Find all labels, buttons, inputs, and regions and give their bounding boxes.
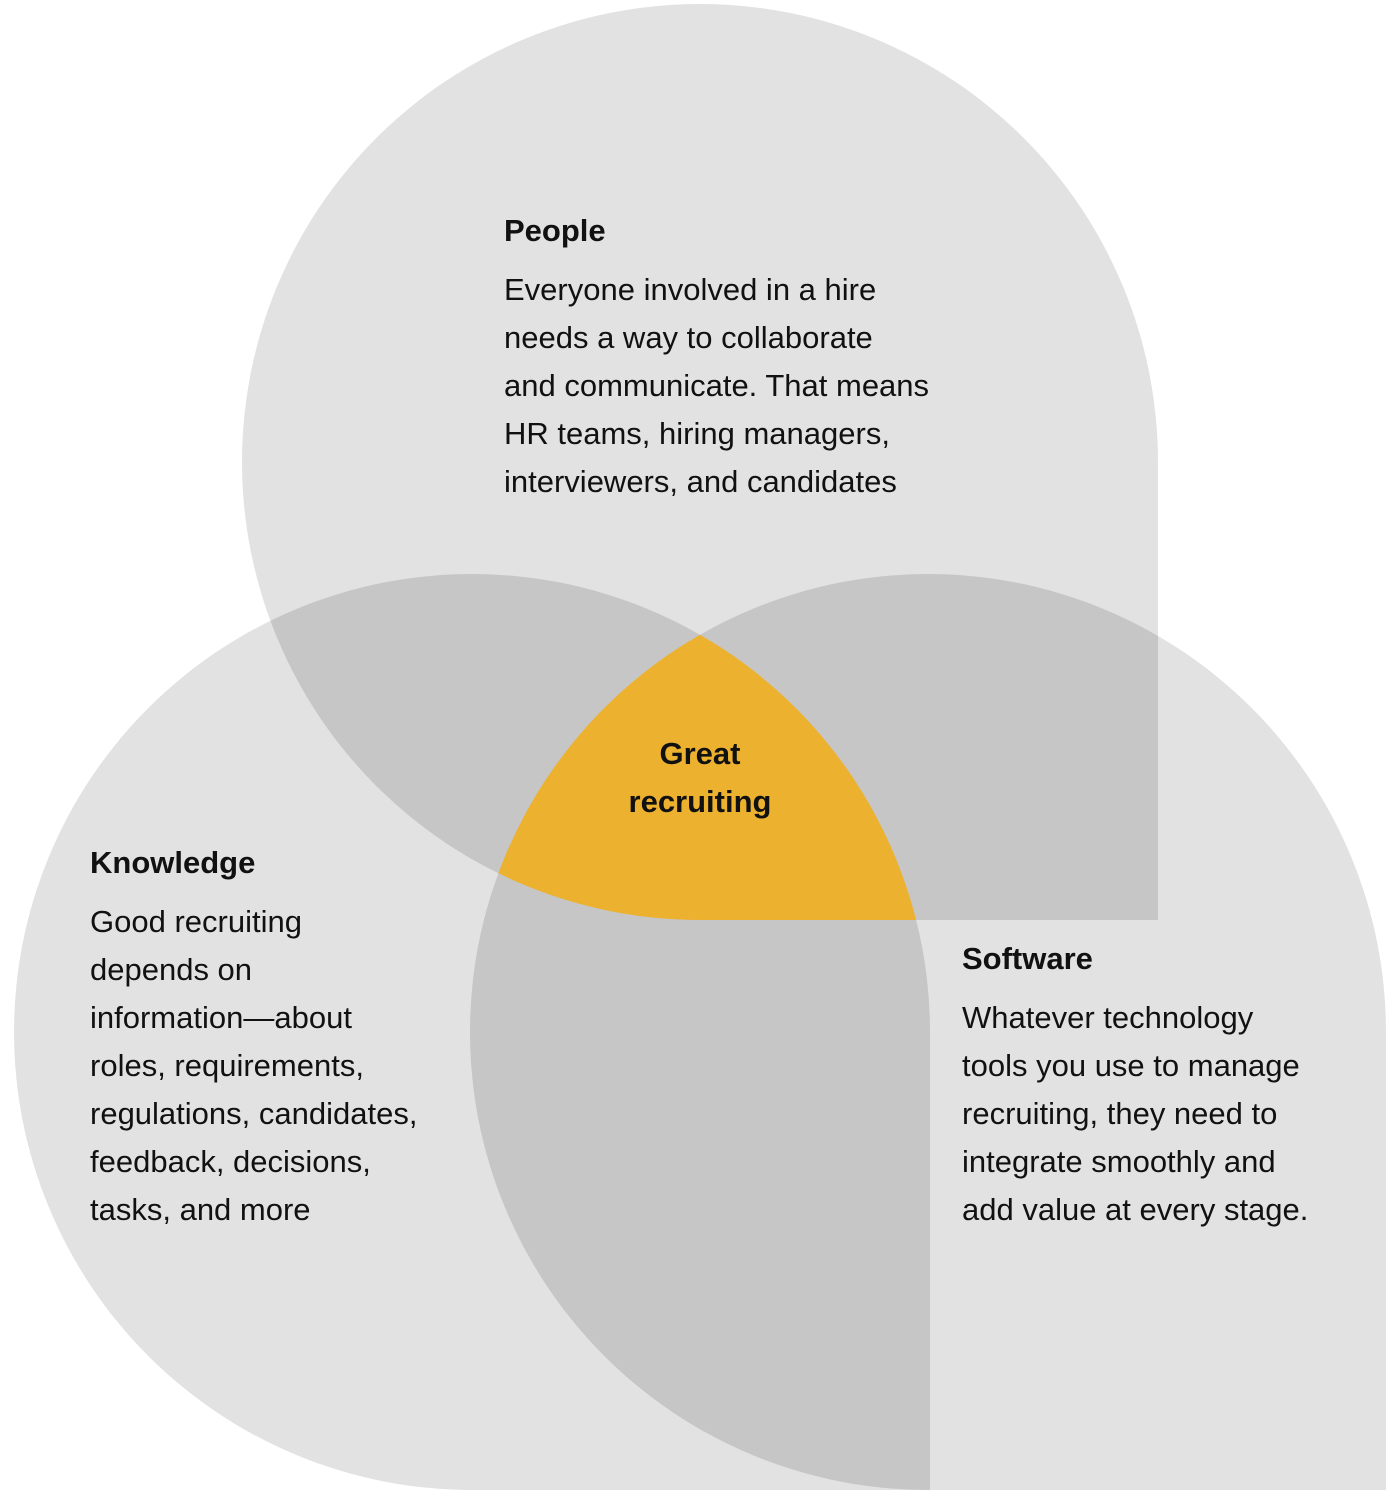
people-line: Everyone involved in a hire — [504, 272, 877, 307]
knowledge-line: information—about — [90, 1000, 352, 1035]
people-description: Everyone involved in a hire needs a way … — [504, 266, 1044, 506]
center-line: recruiting — [628, 784, 772, 819]
software-line: tools you use to manage — [962, 1048, 1300, 1083]
people-line: interviewers, and candidates — [504, 464, 897, 499]
knowledge-line: tasks, and more — [90, 1192, 311, 1227]
people-line: and communicate. That means — [504, 368, 930, 403]
knowledge-line: depends on — [90, 952, 253, 987]
knowledge-line: roles, requirements, — [90, 1048, 364, 1083]
software-line: recruiting, they need to — [962, 1096, 1278, 1131]
software-title: Software — [962, 941, 1093, 976]
software-line: Whatever technology — [962, 1000, 1254, 1035]
center-line: Great — [659, 736, 741, 771]
people-label: People Everyone involved in a hire needs… — [504, 212, 1044, 506]
software-line: add value at every stage. — [962, 1192, 1309, 1227]
knowledge-line: Good recruiting — [90, 904, 302, 939]
software-line: integrate smoothly and — [962, 1144, 1276, 1179]
center-overlap — [470, 574, 930, 920]
knowledge-title: Knowledge — [90, 845, 256, 880]
center-label: Great recruiting — [590, 730, 810, 826]
people-title: People — [504, 213, 606, 248]
people-line: needs a way to collaborate — [504, 320, 873, 355]
knowledge-description: Good recruiting depends on information—a… — [90, 898, 510, 1234]
software-label: Software Whatever technology tools you u… — [962, 940, 1382, 1234]
people-line: HR teams, hiring managers, — [504, 416, 890, 451]
knowledge-label: Knowledge Good recruiting depends on inf… — [90, 844, 510, 1234]
knowledge-line: regulations, candidates, — [90, 1096, 418, 1131]
knowledge-line: feedback, decisions, — [90, 1144, 371, 1179]
software-description: Whatever technology tools you use to man… — [962, 994, 1382, 1234]
